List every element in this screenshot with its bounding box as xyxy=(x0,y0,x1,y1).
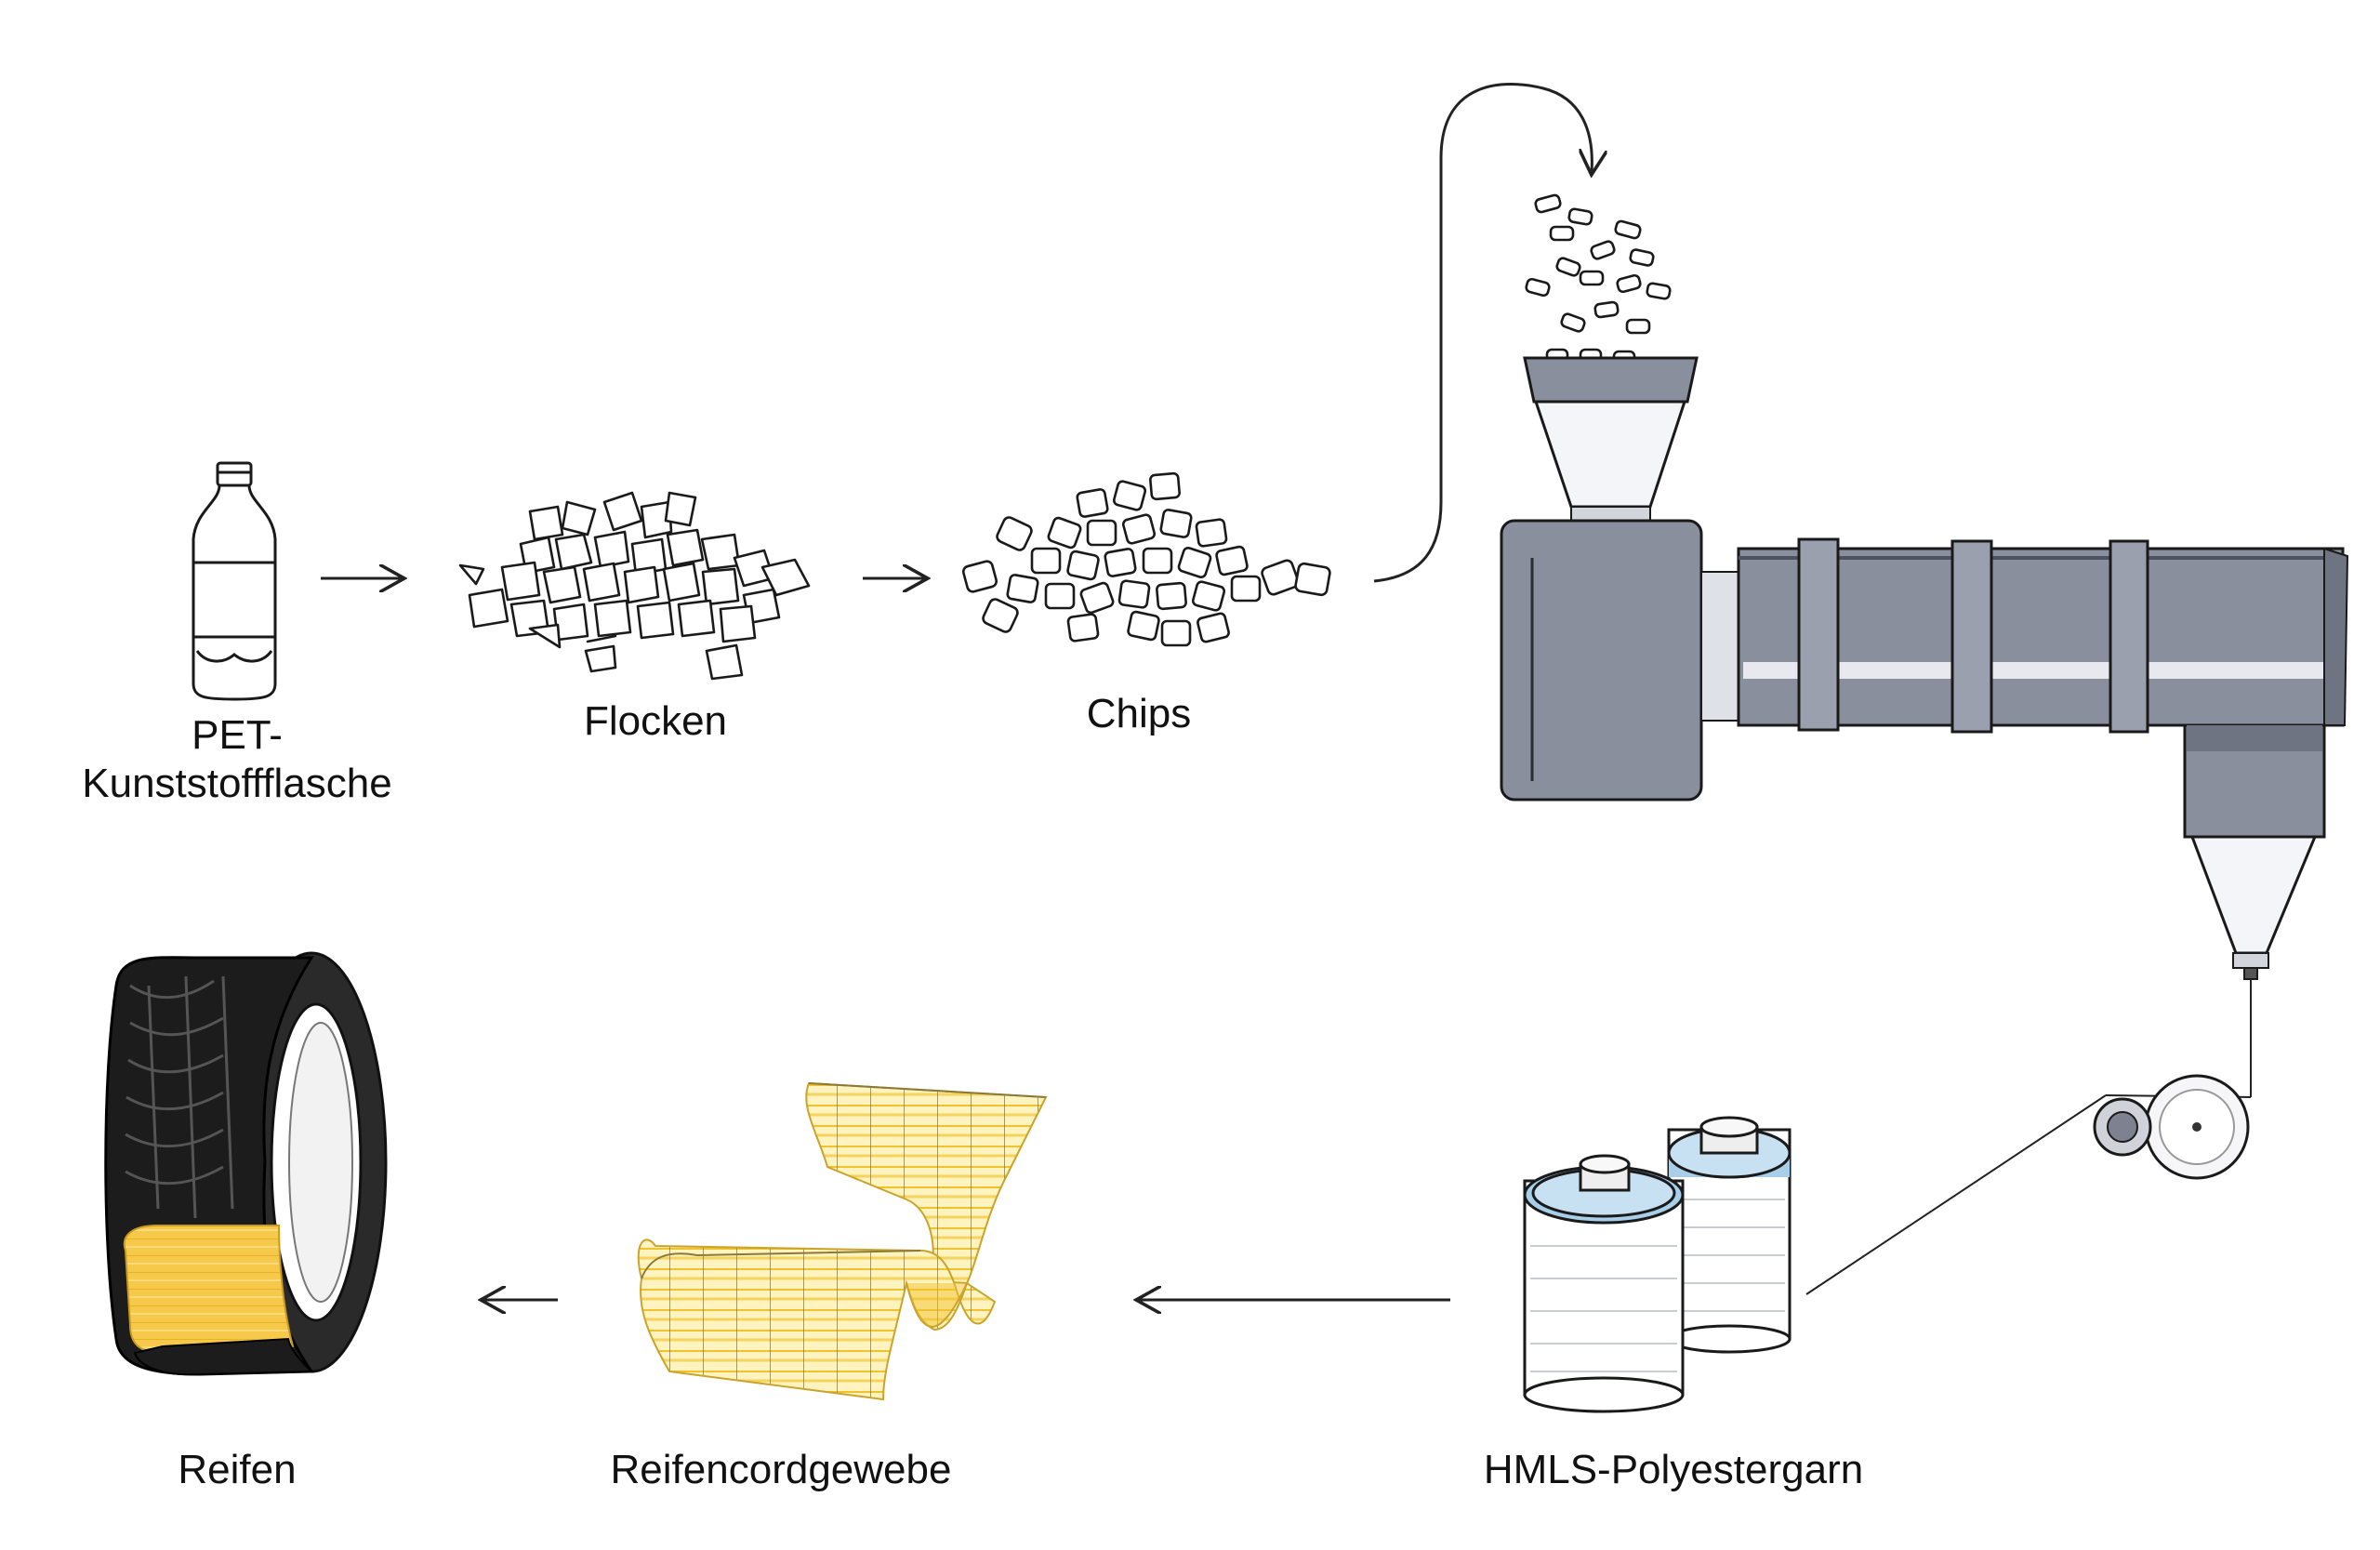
label-bottle-line2: Kunststoffflasche xyxy=(82,760,392,806)
label-bottle: PET- Kunststoffflasche xyxy=(37,711,437,808)
yarn-spools-icon xyxy=(1523,1116,1792,1413)
label-flakes: Flocken xyxy=(583,698,728,744)
cord-fabric-icon xyxy=(637,1081,1048,1401)
bottle-icon xyxy=(192,461,277,701)
thread-rollers-icon xyxy=(1805,979,2252,1295)
tire-icon xyxy=(104,951,388,1376)
falling-chips-icon xyxy=(1525,193,1672,364)
extruder-machine-icon xyxy=(1500,356,2349,980)
label-chips: Chips xyxy=(1086,691,1192,736)
flakes-icon xyxy=(458,491,811,681)
label-bottle-line1: PET- xyxy=(192,712,283,758)
chips-icon xyxy=(961,471,1331,647)
arrow-chips-to-extruder xyxy=(1373,83,1592,583)
label-tire: Reifen xyxy=(178,1447,297,1492)
label-fabric: Reifencordgewebe xyxy=(610,1447,952,1492)
label-yarn: HMLS-Polyestergarn xyxy=(1483,1447,1864,1492)
